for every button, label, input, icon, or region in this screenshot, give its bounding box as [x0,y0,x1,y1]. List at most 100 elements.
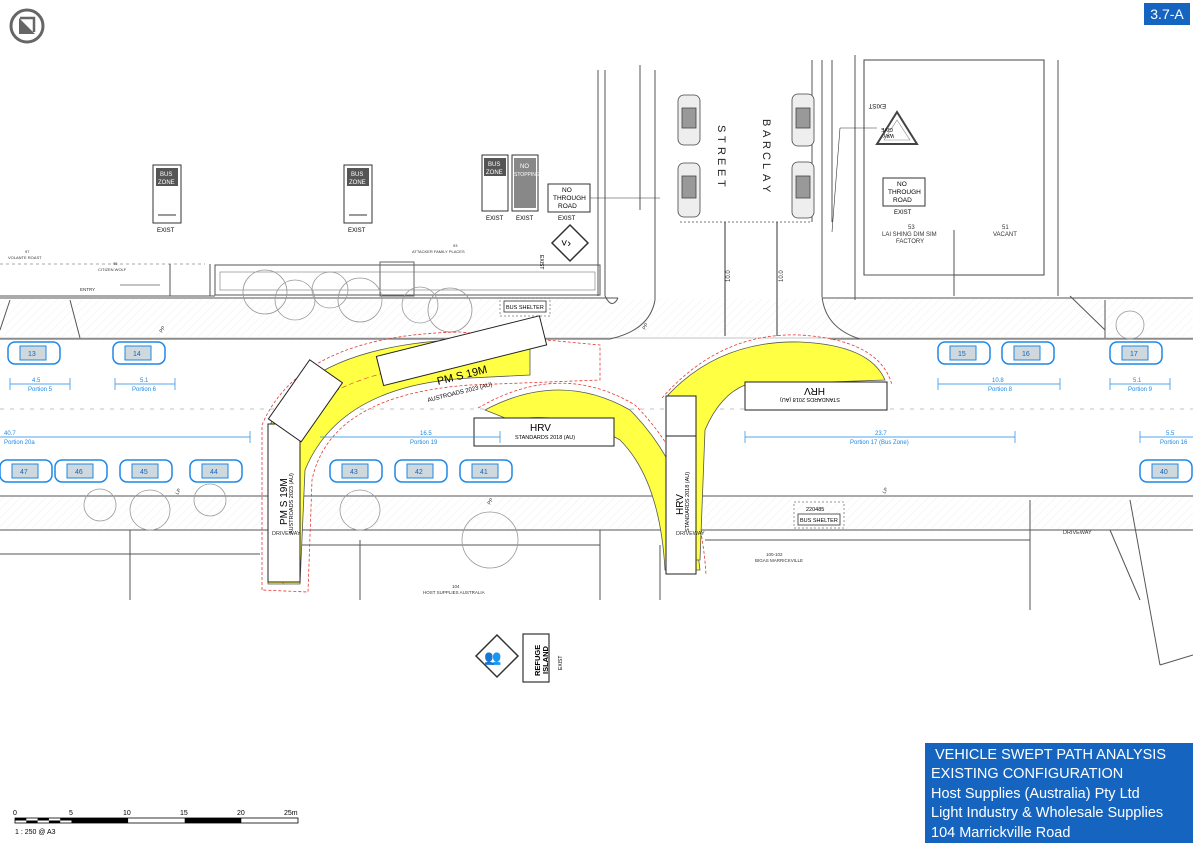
portion-6: Portion 6 [132,387,157,393]
no-stopping-line1: NO [520,164,529,170]
lp-label: LP [882,486,891,495]
street-letter: A [760,174,772,182]
ntr-line3: ROAD [558,203,577,210]
exist-label: EXIST [558,216,576,222]
portion-16: Portion 16 [1160,440,1188,446]
car-number: 17 [1130,351,1138,358]
give-way-line1: GIVE [880,126,893,132]
pp-label: PP [642,322,651,331]
lai-shing-factory: FACTORY [896,239,924,245]
driveway-label: DRIVEWAY [272,531,301,537]
host-number: 104 [452,584,460,589]
street-letter: T [715,180,727,188]
attacker-number: 93 [453,243,458,248]
driveway-label: DRIVEWAY [676,531,705,537]
lai-shing-name: LAI SHING DIM SIM [882,232,937,238]
scale-tick: 5 [69,810,73,817]
car-number: 15 [958,351,966,358]
sheet-number: 3.7-A [1150,6,1184,22]
give-way-line2: WAY [883,132,894,138]
sign-bus-zone-2: BUS ZONE EXIST [343,164,373,234]
parked-car-14: 14 [112,341,166,365]
vehicle-hrv-left [473,417,697,575]
dim-40.7: 40.7 [4,431,16,437]
exist-label: EXIST [516,216,534,222]
street-letter: E [715,158,727,166]
scale-label: 1 : 250 @ A3 [15,829,56,836]
parked-car-15: 15 [937,341,991,365]
parked-car-43: 43 [329,459,383,483]
ntr-line1: NO [897,181,907,188]
sheet-number-badge: 3.7-A [1144,3,1190,25]
attacker-label: ATTACKER FAMILY PLACES [412,249,465,254]
sign-refuge-island: 👥 REFUGE ISLAND EXIST [474,633,564,683]
parked-car-16: 16 [1001,341,1055,365]
parked-cars-top: 13 14 15 16 17 [7,341,1163,365]
dim-23.7: 23.7 [875,431,887,437]
refuge-line1: REFUGE [533,645,542,676]
hrv-right-name: HRV [804,385,825,396]
bus-zone-line2: ZONE [486,170,503,176]
dim-5.1a: 5.1 [140,378,149,384]
bus-shelter-south: BUS SHELTER 220485 [793,501,845,529]
exist-label: EXIST [486,216,504,222]
vehicle-pm-prime-mover [267,315,548,583]
parked-car-47: 47 [0,459,53,483]
street-letter: B [760,119,772,127]
parked-car-41: 41 [459,459,513,483]
bus-zone-line2: ZONE [349,180,366,186]
exist-label: EXIST [538,255,544,269]
chevron-icon: ˅› [561,238,571,250]
dim-4.5: 4.5 [32,378,41,384]
sign-give-way: GIVE WAY EXIST [831,102,919,233]
car-number: 43 [350,469,358,476]
ntr-line3: ROAD [893,197,912,204]
driveway-label: DRIVEWAY [1063,530,1092,536]
exist-label: EXIST [868,102,886,108]
lp-label: LP [175,487,184,496]
dimension-labels: 4.5 Portion 5 5.1 Portion 6 10.8 Portion… [4,378,1188,446]
hrv-left-name-side: HRV [675,494,686,515]
scale-tick: 15 [180,810,188,817]
sign-no-through-road-2: NO THROUGH ROAD EXIST [882,177,926,216]
volante-label: VOLANTE ROAST [8,255,42,260]
scale-bar: 0 5 10 15 20 25m 1 : 250 @ A3 [13,810,299,836]
hrv-right-std: STANDARDS 2018 (AU) [780,396,840,402]
parked-car-46: 46 [54,459,108,483]
car-number: 14 [133,351,141,358]
parked-car-17: 17 [1109,341,1163,365]
vacant-label: VACANT [993,232,1017,238]
lai-shing-number: 53 [908,225,915,231]
street-letter: E [715,169,727,177]
street-letter: A [760,130,772,138]
swept-path-hrv-right [661,334,893,561]
pp-label: PP [487,497,496,506]
entry-label: ENTRY [80,287,95,292]
pp-label: PP [159,325,168,334]
car-number: 13 [28,351,36,358]
exist-label: EXIST [894,210,912,216]
dim-10.8: 10.8 [992,378,1004,384]
verge-hatching [0,299,1193,529]
vacant-number: 51 [1002,225,1009,231]
bus-zone-line2: ZONE [158,180,175,186]
portion-5: Portion 5 [28,387,53,393]
car-number: 41 [480,469,488,476]
title-line-2: EXISTING CONFIGURATION [931,766,1124,783]
title-line-4: Light Industry & Wholesale Supplies [931,805,1164,822]
pm-vehicle-std-side: AUSTROADS 2023 (AU) [289,473,295,534]
car-number: 47 [20,469,28,476]
barclay-parked-cars [677,93,815,219]
street-letter: S [715,125,727,133]
ntr-line1: NO [562,187,572,194]
dimension-lines [0,378,1193,443]
street-letter: T [715,136,727,144]
exist-label: EXIST [558,656,564,670]
bus-shelter-label: BUS SHELTER [800,518,838,524]
sign-no-stopping: NO STOPPING EXIST [511,154,540,222]
dim-5.5: 5.5 [1166,431,1175,437]
bus-zone-line1: BUS [488,162,500,168]
pm-vehicle-std-top: AUSTROADS 2023 (AU) [427,382,493,404]
